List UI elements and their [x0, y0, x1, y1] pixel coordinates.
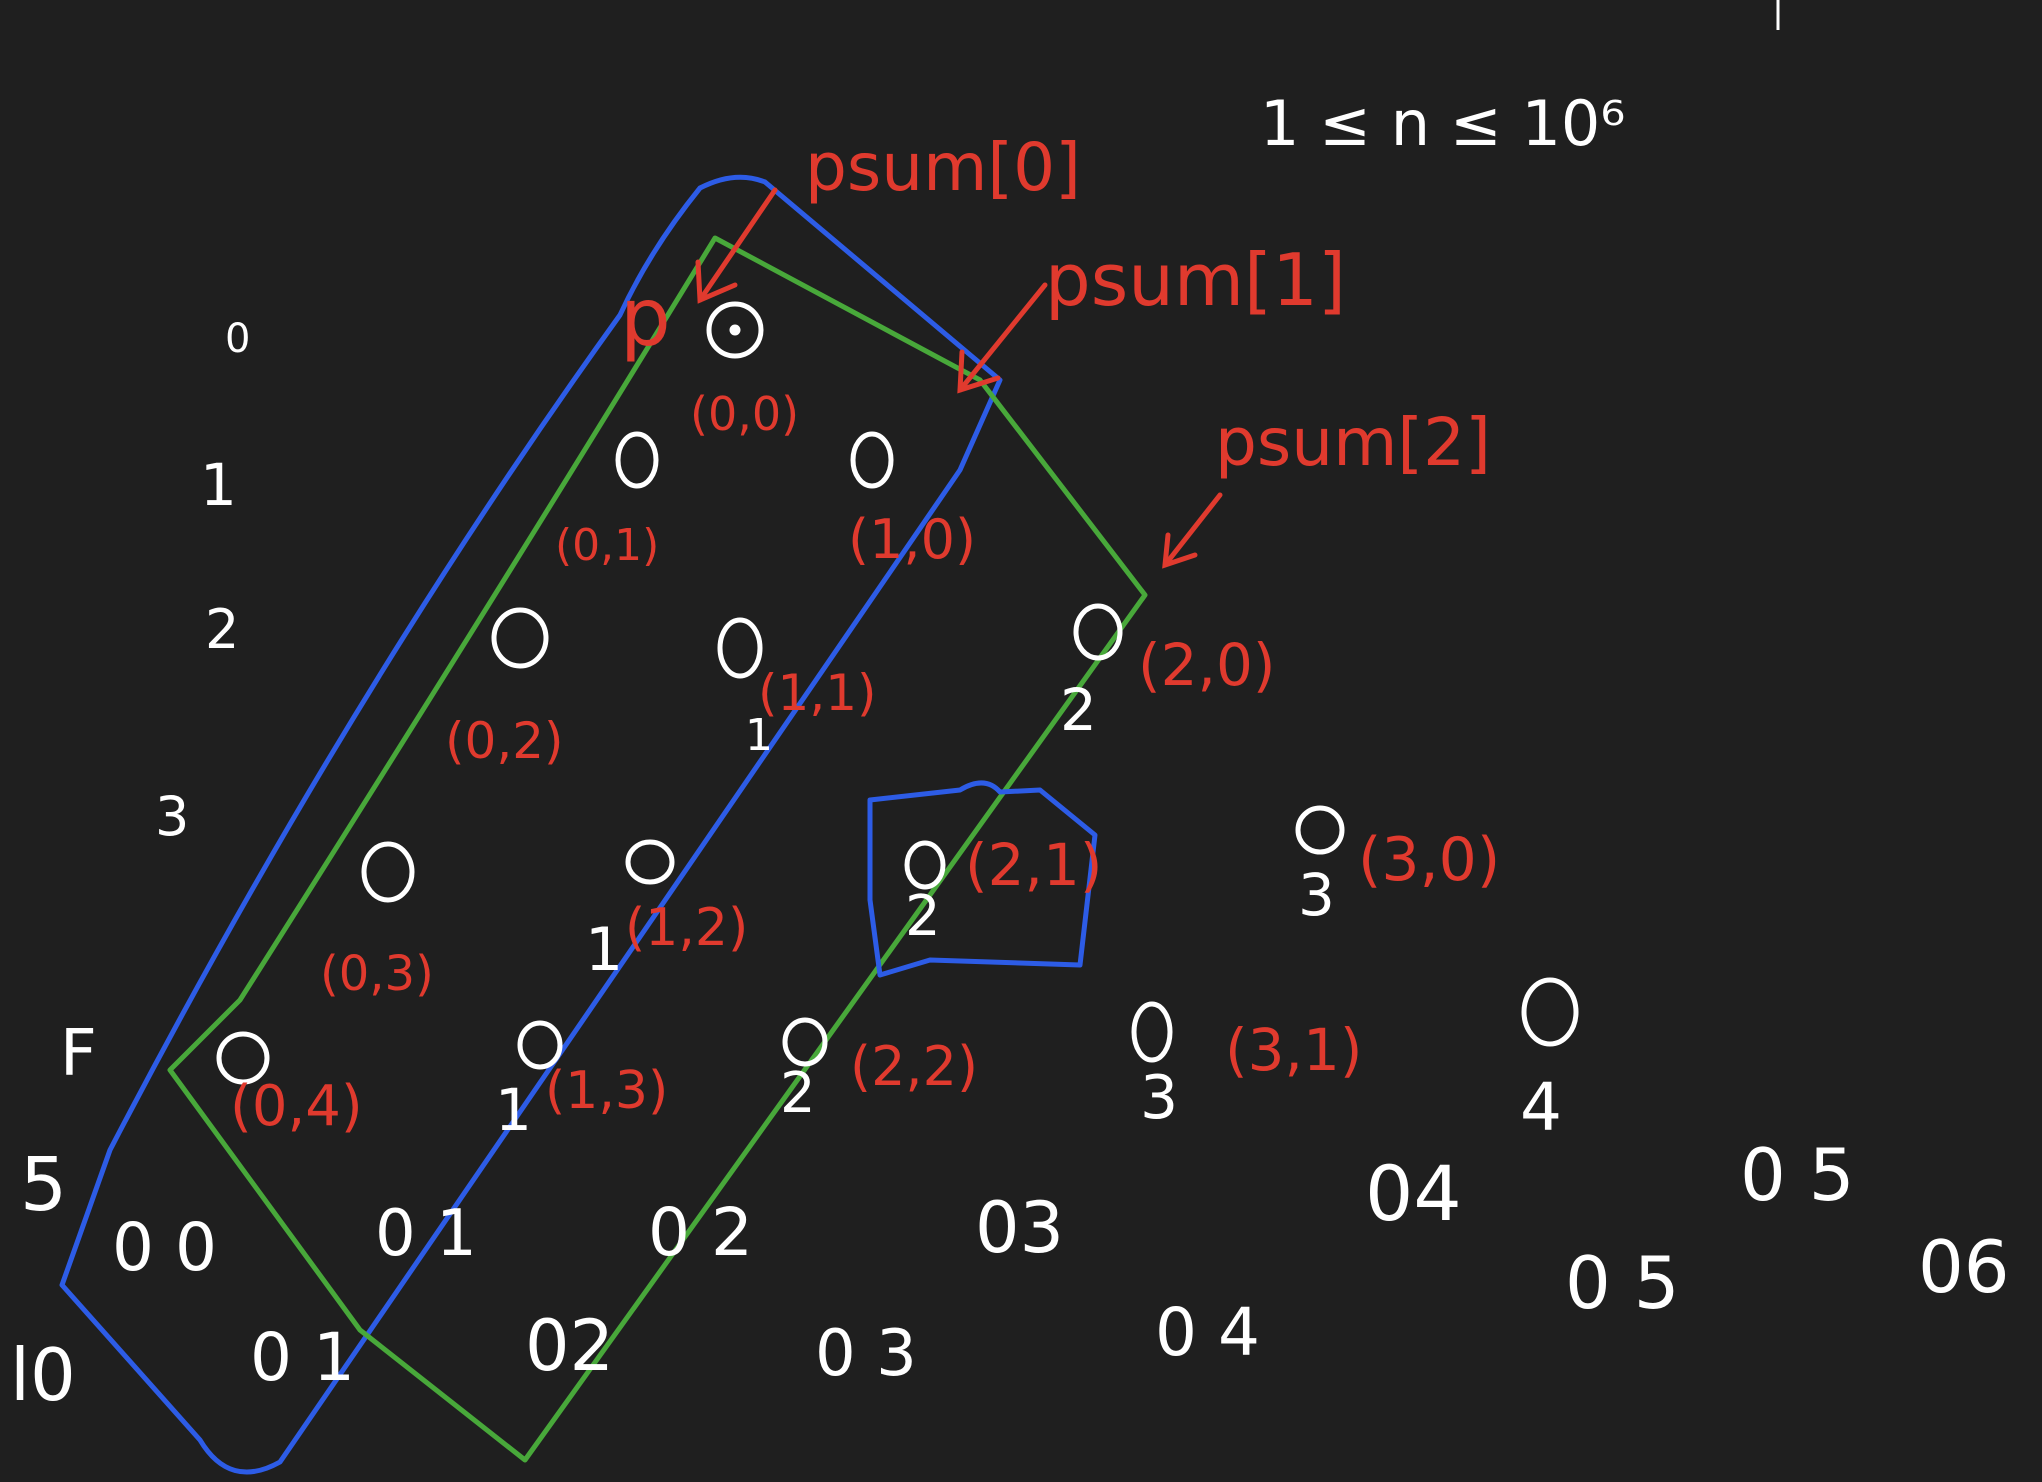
- psum-1-arrowhead: [957, 349, 1001, 394]
- node-0-4: [216, 1031, 270, 1085]
- blue-cell-highlight: [867, 780, 1098, 978]
- red-p-mark: p: [620, 271, 671, 364]
- row5-cell-4: 04: [1365, 1149, 1462, 1238]
- psum-2-arrow: [1162, 492, 1223, 568]
- row-label-6: l0: [10, 1333, 76, 1417]
- coord-0-3: (0,3): [320, 946, 434, 1002]
- psum-0-label: psum[0]: [805, 129, 1081, 206]
- digit-1-3: 1: [495, 1076, 532, 1144]
- psum-2-label: psum[2]: [1215, 404, 1491, 481]
- row6-cell-0: 0 1: [250, 1319, 355, 1396]
- digit-2-2: 2: [780, 1061, 816, 1126]
- node-2-0: [1073, 603, 1123, 661]
- node-1-2: [625, 839, 675, 885]
- digit-1-2: 1: [585, 915, 623, 985]
- coord-3-0: (3,0): [1358, 825, 1500, 895]
- row6-cell-3: 0 4: [1155, 1294, 1260, 1371]
- node-1-3: [517, 1020, 563, 1070]
- row6-cell-2: 0 3: [815, 1317, 917, 1391]
- node-3-0: [1295, 805, 1345, 855]
- row6-cell-1: 02: [525, 1305, 614, 1387]
- row-label-1: 1: [200, 451, 237, 519]
- row-label-0: 0: [225, 316, 250, 362]
- row-label-3: 3: [155, 785, 189, 848]
- row5-cell-2: 0 2: [648, 1194, 753, 1271]
- row-label-5: 5: [20, 1142, 67, 1228]
- digit-1-1: 1: [745, 710, 773, 761]
- node-0-3: [361, 841, 415, 903]
- coord-3-1: (3,1): [1225, 1016, 1363, 1084]
- node-4-0: [1521, 977, 1579, 1047]
- psum-1-arrow: [957, 282, 1048, 393]
- row-label-2: 2: [205, 598, 239, 661]
- green-region-outline: [167, 235, 1148, 1463]
- node-2-1: [904, 840, 946, 890]
- digit-3-1: 3: [1140, 1063, 1178, 1133]
- node-3-1: [1131, 1001, 1173, 1063]
- coord-0-4: (0,4): [230, 1074, 363, 1139]
- blue-region-outline: [59, 174, 1003, 1475]
- psum-0-arrowhead: [695, 259, 738, 304]
- row5-cell-1: 0 1: [375, 1197, 477, 1271]
- digit-4-0: 4: [1520, 1069, 1562, 1146]
- coord-1-3: (1,3): [545, 1061, 668, 1121]
- row5-cell-5: 0 5: [1740, 1133, 1855, 1217]
- node-1-1: [717, 617, 763, 679]
- digit-2-0: 2: [1060, 676, 1097, 744]
- coord-2-1: (2,1): [965, 831, 1103, 899]
- node-2-2: [782, 1017, 828, 1067]
- digit-2-1: 2: [905, 884, 941, 949]
- psum-arrows: [695, 187, 1223, 569]
- row6-cell-5: 06: [1918, 1225, 2010, 1309]
- digit-3-0: 3: [1298, 861, 1335, 929]
- coord-0-2: (0,2): [445, 712, 564, 770]
- coord-0-0: (0,0): [690, 387, 799, 441]
- coord-0-1: (0,1): [555, 520, 659, 571]
- row5-cell-3: 03: [975, 1187, 1064, 1269]
- coord-2-2: (2,2): [850, 1035, 978, 1098]
- coord-2-0: (2,0): [1138, 631, 1276, 699]
- node-0-1: [615, 431, 659, 489]
- node-0-2: [491, 607, 549, 669]
- row6-cell-4: 0 5: [1565, 1241, 1680, 1325]
- psum-0-arrow: [697, 187, 778, 303]
- grid-nodes: [216, 301, 1579, 1085]
- coord-1-1: (1,1): [758, 664, 877, 722]
- row-label-4: F: [60, 1017, 97, 1091]
- psum-2-arrowhead: [1162, 532, 1198, 569]
- constraint-text: 1 ≤ n ≤ 10⁶: [1260, 87, 1625, 160]
- coord-1-0: (1,0): [848, 508, 976, 571]
- node-0-0-dot: [729, 324, 741, 336]
- node-0-0: [706, 301, 764, 359]
- psum-1-label: psum[1]: [1045, 238, 1346, 322]
- node-1-0: [850, 431, 894, 489]
- row5-cell-0: 0 0: [112, 1209, 217, 1286]
- coord-1-2: (1,2): [625, 898, 748, 958]
